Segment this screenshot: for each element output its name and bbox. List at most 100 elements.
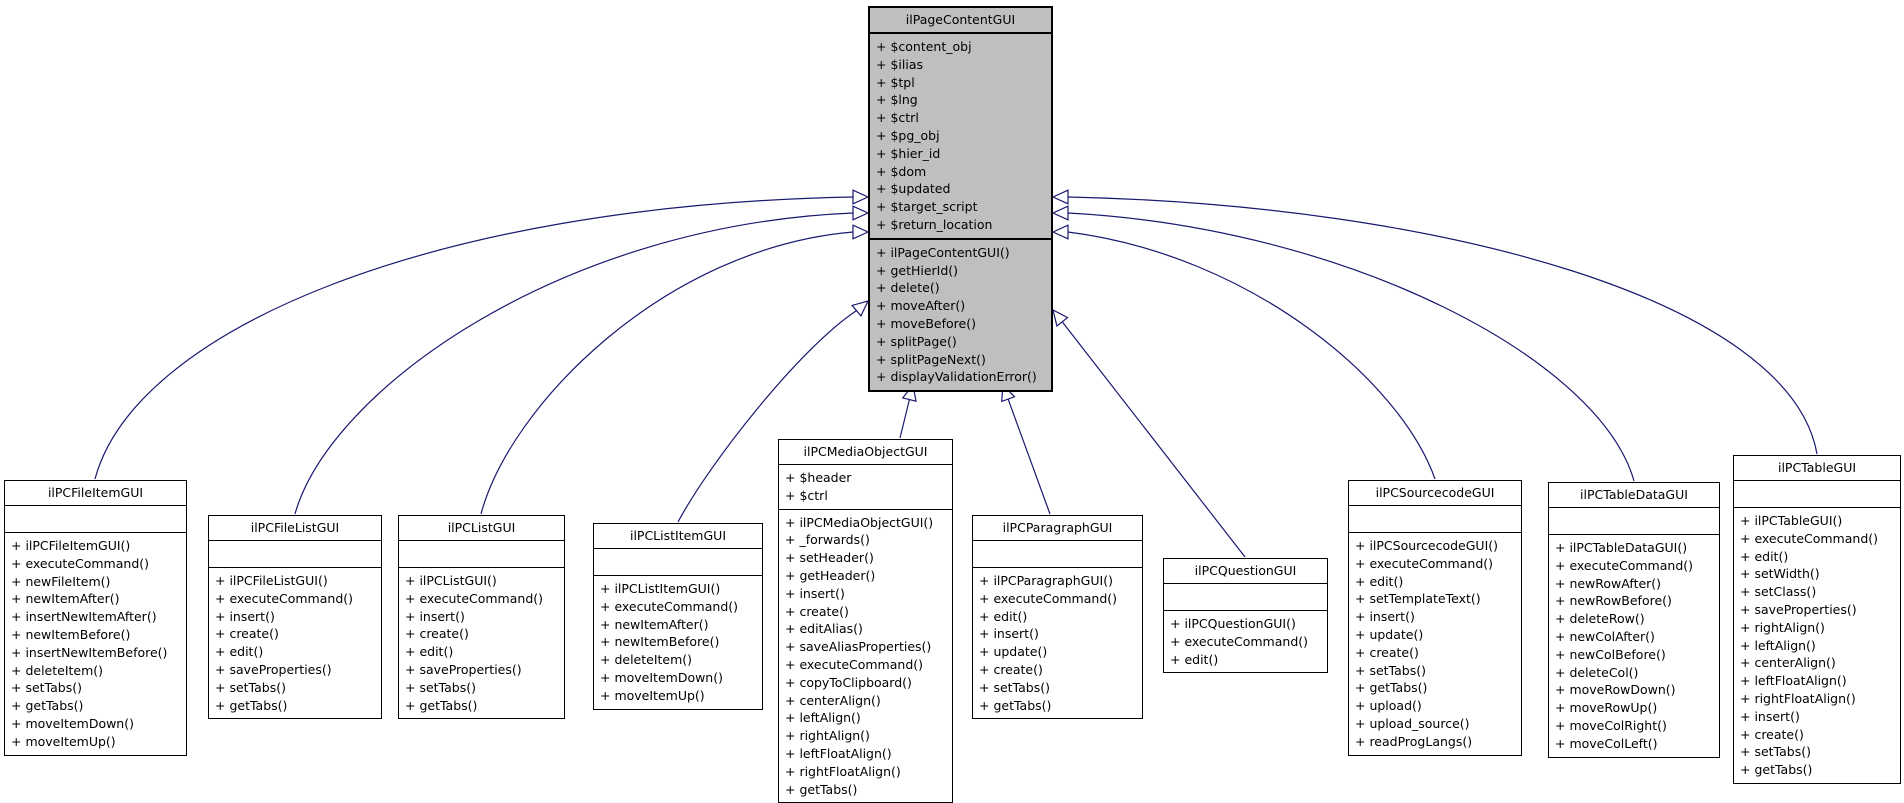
attribute-row: + $header <box>785 470 852 485</box>
attributes-section <box>5 505 186 532</box>
method-row: + deleteItem() <box>11 662 104 678</box>
method-row: + setTabs() <box>1740 744 1811 760</box>
method-row: + getTabs() <box>1355 680 1428 696</box>
method-row: + executeCommand() <box>11 555 150 571</box>
method-row: + newItemAfter() <box>11 591 120 607</box>
method-row: + moveItemDown() <box>11 715 134 731</box>
method-row: + setWidth() <box>1740 566 1820 582</box>
method-row: + moveColLeft() <box>1555 735 1658 751</box>
method-row: + splitPage() <box>876 333 957 349</box>
method-row: + getTabs() <box>785 781 858 797</box>
method-row: + create() <box>785 603 849 619</box>
method-row: + executeCommand() <box>600 598 739 614</box>
inheritance-arrow-ilPCTableGUI <box>1051 189 1818 455</box>
class-box-ilPCTableGUI[interactable]: ilPCTableGUI+ ilPCTableGUI()+ executeCom… <box>1733 455 1901 784</box>
method-row: + insertNewItemBefore() <box>11 644 168 660</box>
methods-section: + ilPCListGUI()+ executeCommand()+ inser… <box>399 567 564 718</box>
method-row: + executeCommand() <box>405 590 544 606</box>
attributes-section <box>399 540 564 567</box>
method-row: + executeCommand() <box>1555 557 1694 573</box>
method-row: + edit() <box>1740 548 1789 564</box>
method-row: + ilPCQuestionGUI() <box>1170 616 1296 631</box>
method-row: + ilPageContentGUI() <box>876 244 1010 260</box>
methods-section: + ilPageContentGUI() + getHierId() + delet… <box>870 237 1051 390</box>
class-box-ilPCListItemGUI[interactable]: ilPCListItemGUI+ ilPCListItemGUI()+ exec… <box>593 523 763 710</box>
method-row: + executeCommand() <box>785 656 924 672</box>
method-row: + saveAliasProperties() <box>785 639 932 655</box>
method-row: + saveProperties() <box>405 661 522 677</box>
class-title: ilPCListGUI <box>447 520 516 535</box>
inheritance-arrow-ilPCFileItemGUI <box>94 189 870 480</box>
method-row: + deleteItem() <box>600 652 693 668</box>
method-row: + newColAfter() <box>1555 628 1655 644</box>
method-row: + deleteCol() <box>1555 664 1639 680</box>
method-row: + copyToClipboard() <box>785 674 912 690</box>
method-row: + create() <box>979 661 1043 677</box>
method-row: + newRowBefore() <box>1555 593 1672 609</box>
method-row: + newFileItem() <box>11 573 111 589</box>
method-row: + moveColRight() <box>1555 717 1667 733</box>
method-row: + edit() <box>215 644 264 660</box>
method-row: + update() <box>979 644 1048 660</box>
method-row: + deleteRow() <box>1555 611 1645 627</box>
method-row: + editAlias() <box>785 621 863 637</box>
method-row: + insert() <box>979 626 1039 642</box>
method-row: + delete() <box>876 280 940 296</box>
method-row: + setTabs() <box>215 679 286 695</box>
method-row: + insert() <box>215 608 275 624</box>
method-row: + getHeader() <box>785 567 876 583</box>
class-box-ilPCSourcecodeGUI[interactable]: ilPCSourcecodeGUI+ ilPCSourcecodeGUI()+ … <box>1348 480 1522 756</box>
class-box-ilPCTableDataGUI[interactable]: ilPCTableDataGUI+ ilPCTableDataGUI()+ ex… <box>1548 482 1720 758</box>
method-row: + saveProperties() <box>215 661 332 677</box>
inheritance-arrow-ilPCTableDataGUI <box>1051 205 1635 482</box>
attribute-row: + $ctrl <box>876 110 919 126</box>
method-row: + ilPCFileItemGUI() <box>11 538 131 553</box>
method-row: + insert() <box>1355 609 1415 625</box>
method-row: + setHeader() <box>785 550 874 566</box>
class-title: ilPCFileListGUI <box>250 520 340 535</box>
method-row: + getTabs() <box>11 698 84 714</box>
method-row: + insert() <box>1740 708 1800 724</box>
method-row: + rightAlign() <box>785 728 870 744</box>
method-row: + newColBefore() <box>1555 646 1666 662</box>
method-row: + _forwards() <box>785 532 870 548</box>
method-row: + readProgLangs() <box>1355 733 1473 749</box>
class-box-ilPCParagraphGUI[interactable]: ilPCParagraphGUI+ ilPCParagraphGUI()+ ex… <box>972 515 1143 720</box>
method-row: + getTabs() <box>1740 762 1813 778</box>
method-row: + newItemBefore() <box>11 626 131 642</box>
method-row: + executeCommand() <box>979 590 1118 606</box>
class-box-ilPCQuestionGUI[interactable]: ilPCQuestionGUI+ ilPCQuestionGUI()+ exec… <box>1163 558 1328 674</box>
attributes-section <box>1349 505 1521 532</box>
method-row: + create() <box>405 626 469 642</box>
attribute-row: + $target_script <box>876 199 978 215</box>
attributes-section <box>209 540 381 567</box>
attribute-row: + $content_obj <box>876 39 972 54</box>
method-row: + ilPCTableGUI() <box>1740 513 1843 528</box>
attributes-section <box>594 548 762 575</box>
method-row: + newItemAfter() <box>600 616 709 632</box>
method-row: + ilPCFileListGUI() <box>215 573 328 588</box>
class-box-ilPCFileItemGUI[interactable]: ilPCFileItemGUI+ ilPCFileItemGUI()+ exec… <box>4 480 187 756</box>
methods-section: + ilPCMediaObjectGUI()+ _forwards()+ set… <box>779 508 952 803</box>
method-row: + moveItemUp() <box>11 733 116 749</box>
class-title: ilPCTableGUI <box>1777 460 1857 475</box>
class-box-ilPCListGUI[interactable]: ilPCListGUI + ilPCListGUI() + executeComma… <box>398 515 565 720</box>
class-box-ilPCFileListGUI[interactable]: ilPCFileListGUI + ilPCFileListGUI()+ exec… <box>208 515 382 720</box>
method-row: + splitPageNext() <box>876 351 986 367</box>
attribute-row: + $ctrl <box>785 487 828 503</box>
attributes-section <box>1734 480 1900 507</box>
method-row: + create() <box>1355 644 1419 660</box>
method-row: + moveRowDown() <box>1555 682 1676 698</box>
method-row: + leftAlign() <box>785 710 861 726</box>
method-row: + moveItemDown() <box>600 669 723 685</box>
method-row: + saveProperties() <box>1740 601 1857 617</box>
method-row: + rightFloatAlign() <box>785 763 901 779</box>
class-title: ilPCListItemGUI <box>629 528 727 543</box>
class-box-ilPageContentGUI[interactable]: ilPageContentGUI+ $content_obj+ $ilias+ … <box>868 6 1053 393</box>
methods-section: + ilPCFileListGUI()+ executeCommand()+ i… <box>209 567 381 718</box>
method-row: + getHierId() <box>876 262 959 278</box>
attribute-row: + $updated <box>876 181 951 197</box>
method-row: + ilPCListGUI() <box>405 573 497 588</box>
class-box-ilPCMediaObjectGUI[interactable]: ilPCMediaObjectGUI+ $header+ $ctrl+ ilPC… <box>778 439 953 803</box>
